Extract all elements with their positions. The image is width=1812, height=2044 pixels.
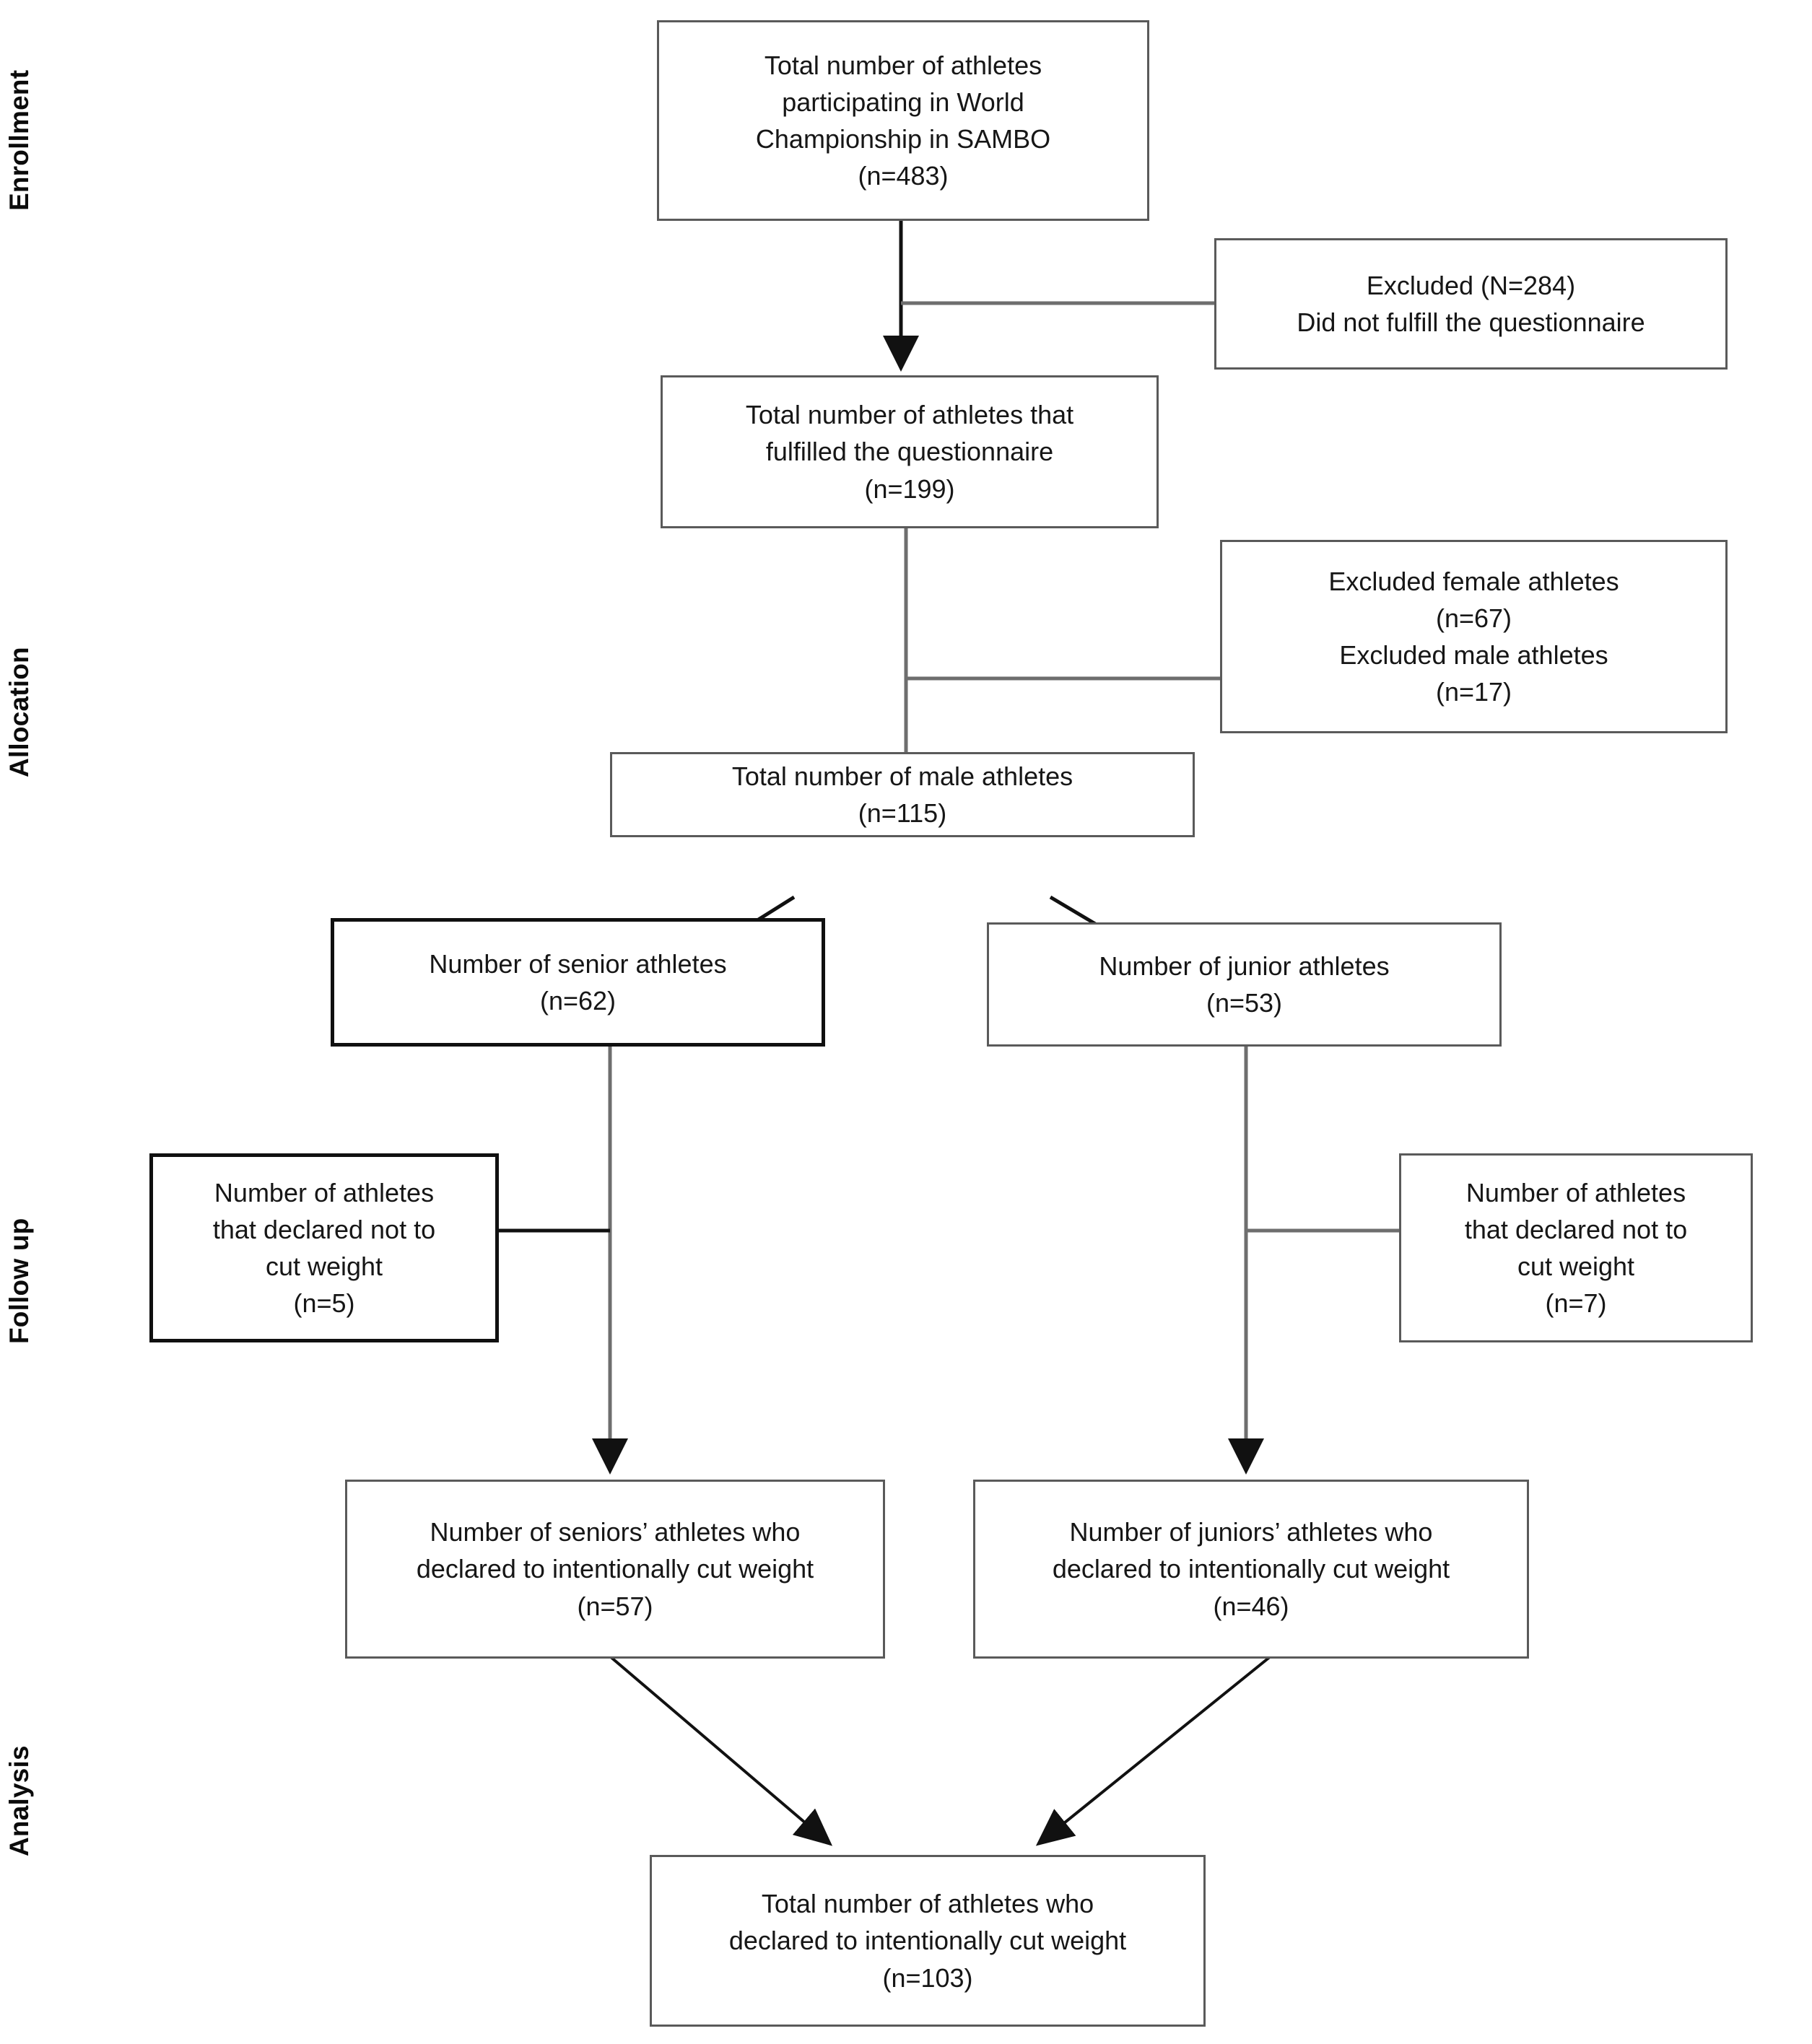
- node-excluded-questionnaire: Excluded (N=284) Did not fulfill the que…: [1214, 238, 1728, 370]
- stage-label-followup: Follow up: [4, 1218, 34, 1344]
- node-excluded-by-sex: Excluded female athletes (n=67) Excluded…: [1220, 540, 1728, 733]
- node-seniors-text: Number of senior athletes (n=62): [429, 948, 727, 1016]
- node-total-cut: Total number of athletes who declared to…: [650, 1855, 1206, 2027]
- node-juniors-no-cut-text: Number of athletes that declared not to …: [1464, 1177, 1688, 1319]
- node-seniors-cut: Number of seniors’ athletes who declared…: [345, 1480, 885, 1659]
- node-fulfilled-questionnaire: Total number of athletes that fulfilled …: [661, 375, 1159, 528]
- node-total-male: Total number of male athletes (n=115): [610, 752, 1195, 837]
- node-juniors-text: Number of junior athletes (n=53): [1099, 951, 1390, 1018]
- node-juniors-cut: Number of juniors’ athletes who declared…: [973, 1480, 1529, 1659]
- node-fulfilled-questionnaire-text: Total number of athletes that fulfilled …: [745, 400, 1074, 504]
- node-excluded-by-sex-text: Excluded female athletes (n=67) Excluded…: [1328, 566, 1619, 707]
- node-juniors: Number of junior athletes (n=53): [987, 922, 1502, 1047]
- stage-label-analysis: Analysis: [4, 1745, 34, 1856]
- node-juniors-cut-text: Number of juniors’ athletes who declared…: [1052, 1517, 1450, 1621]
- node-seniors: Number of senior athletes (n=62): [331, 918, 825, 1047]
- node-seniors-cut-text: Number of seniors’ athletes who declared…: [416, 1517, 814, 1621]
- node-seniors-no-cut-text: Number of athletes that declared not to …: [212, 1177, 436, 1319]
- node-total-participants: Total number of athletes participating i…: [657, 20, 1149, 221]
- node-excluded-questionnaire-text: Excluded (N=284) Did not fulfill the que…: [1297, 270, 1645, 337]
- node-total-cut-text: Total number of athletes who declared to…: [728, 1889, 1127, 1993]
- stage-label-allocation: Allocation: [4, 647, 34, 777]
- node-total-participants-text: Total number of athletes participating i…: [755, 50, 1051, 191]
- node-seniors-no-cut: Number of athletes that declared not to …: [149, 1153, 499, 1342]
- edge-seniorscut-to-total: [609, 1655, 833, 1846]
- node-total-male-text: Total number of male athletes (n=115): [731, 761, 1073, 828]
- edge-juniorscut-to-total: [1035, 1655, 1272, 1846]
- stage-label-enrollment: Enrollment: [4, 69, 34, 211]
- node-juniors-no-cut: Number of athletes that declared not to …: [1399, 1153, 1753, 1342]
